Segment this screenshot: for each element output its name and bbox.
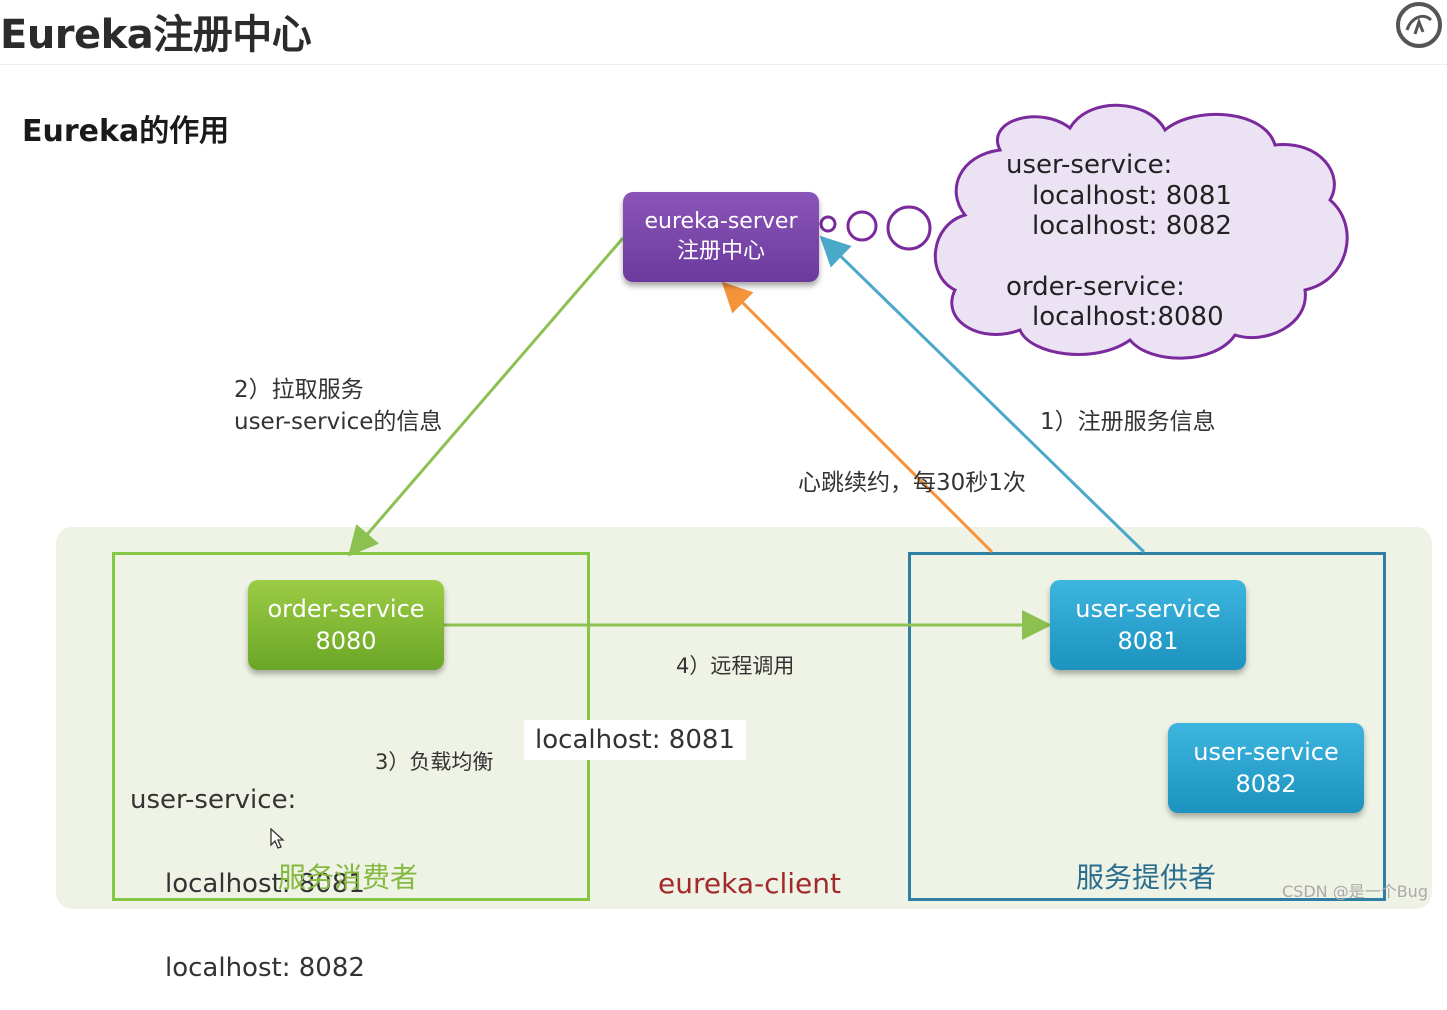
remote-call-label: 4）远程调用 [676, 654, 795, 678]
provider-caption: 服务提供者 [1076, 861, 1217, 894]
section-title: Eureka的作用 [22, 114, 230, 149]
eureka-server-node: eureka-server 注册中心 [623, 192, 819, 282]
user-service-8082-node: user-service 8082 [1168, 723, 1364, 813]
cloud-service1-addr2: localhost: 8082 [1032, 211, 1232, 241]
bubble-large [886, 205, 932, 251]
title-divider [0, 64, 1447, 65]
cloud-service2-addr1: localhost:8080 [1032, 302, 1224, 332]
pull-label-line2: user-service的信息 [234, 409, 443, 435]
pull-arrow [348, 237, 625, 557]
load-balance-label: 3）负载均衡 [375, 750, 494, 774]
cloud-service2: order-service: [1006, 272, 1185, 302]
user-service-8081-node: user-service 8081 [1050, 580, 1246, 670]
user-service-8082-port: 8082 [1235, 770, 1297, 798]
server-subtitle: 注册中心 [676, 239, 765, 264]
user-service-8081-port: 8081 [1117, 627, 1179, 655]
order-service-port: 8080 [315, 627, 377, 655]
logo-icon [1396, 2, 1442, 48]
page-title: Eureka注册中心 [0, 12, 312, 58]
order-service-name: order-service [267, 595, 425, 623]
consumer-caption: 服务消费者 [278, 861, 419, 894]
order-service-node: order-service 8080 [248, 580, 444, 670]
heartbeat-arrow [721, 281, 994, 554]
consumer-list-addr2: localhost: 8082 [165, 953, 365, 983]
user-service-8081-name: user-service [1075, 595, 1221, 623]
diagram-connectors [348, 103, 1349, 640]
registry-cloud [933, 103, 1349, 360]
consumer-list-service: user-service: [130, 785, 297, 815]
register-label: 1）注册服务信息 [1040, 409, 1216, 435]
load-balance-result: localhost: 8081 [524, 720, 746, 760]
pull-label-line1: 2）拉取服务 [234, 377, 364, 403]
cursor-icon [270, 828, 285, 849]
cloud-service1-addr1: localhost: 8081 [1032, 181, 1232, 211]
user-service-8082-name: user-service [1193, 738, 1339, 766]
provider-group-box [908, 552, 1386, 901]
server-name: eureka-server [644, 209, 798, 234]
heartbeat-label: 心跳续约，每30秒1次 [798, 470, 1026, 496]
bubble-small [819, 215, 837, 233]
consumer-list-addr1: localhost: 8081 [165, 869, 365, 899]
register-arrow [819, 235, 1146, 554]
bubble-medium [846, 210, 878, 242]
watermark: CSDN @是一个Bug [1282, 882, 1428, 901]
eureka-client-caption: eureka-client [658, 867, 841, 900]
cloud-service1: user-service: [1006, 150, 1173, 180]
